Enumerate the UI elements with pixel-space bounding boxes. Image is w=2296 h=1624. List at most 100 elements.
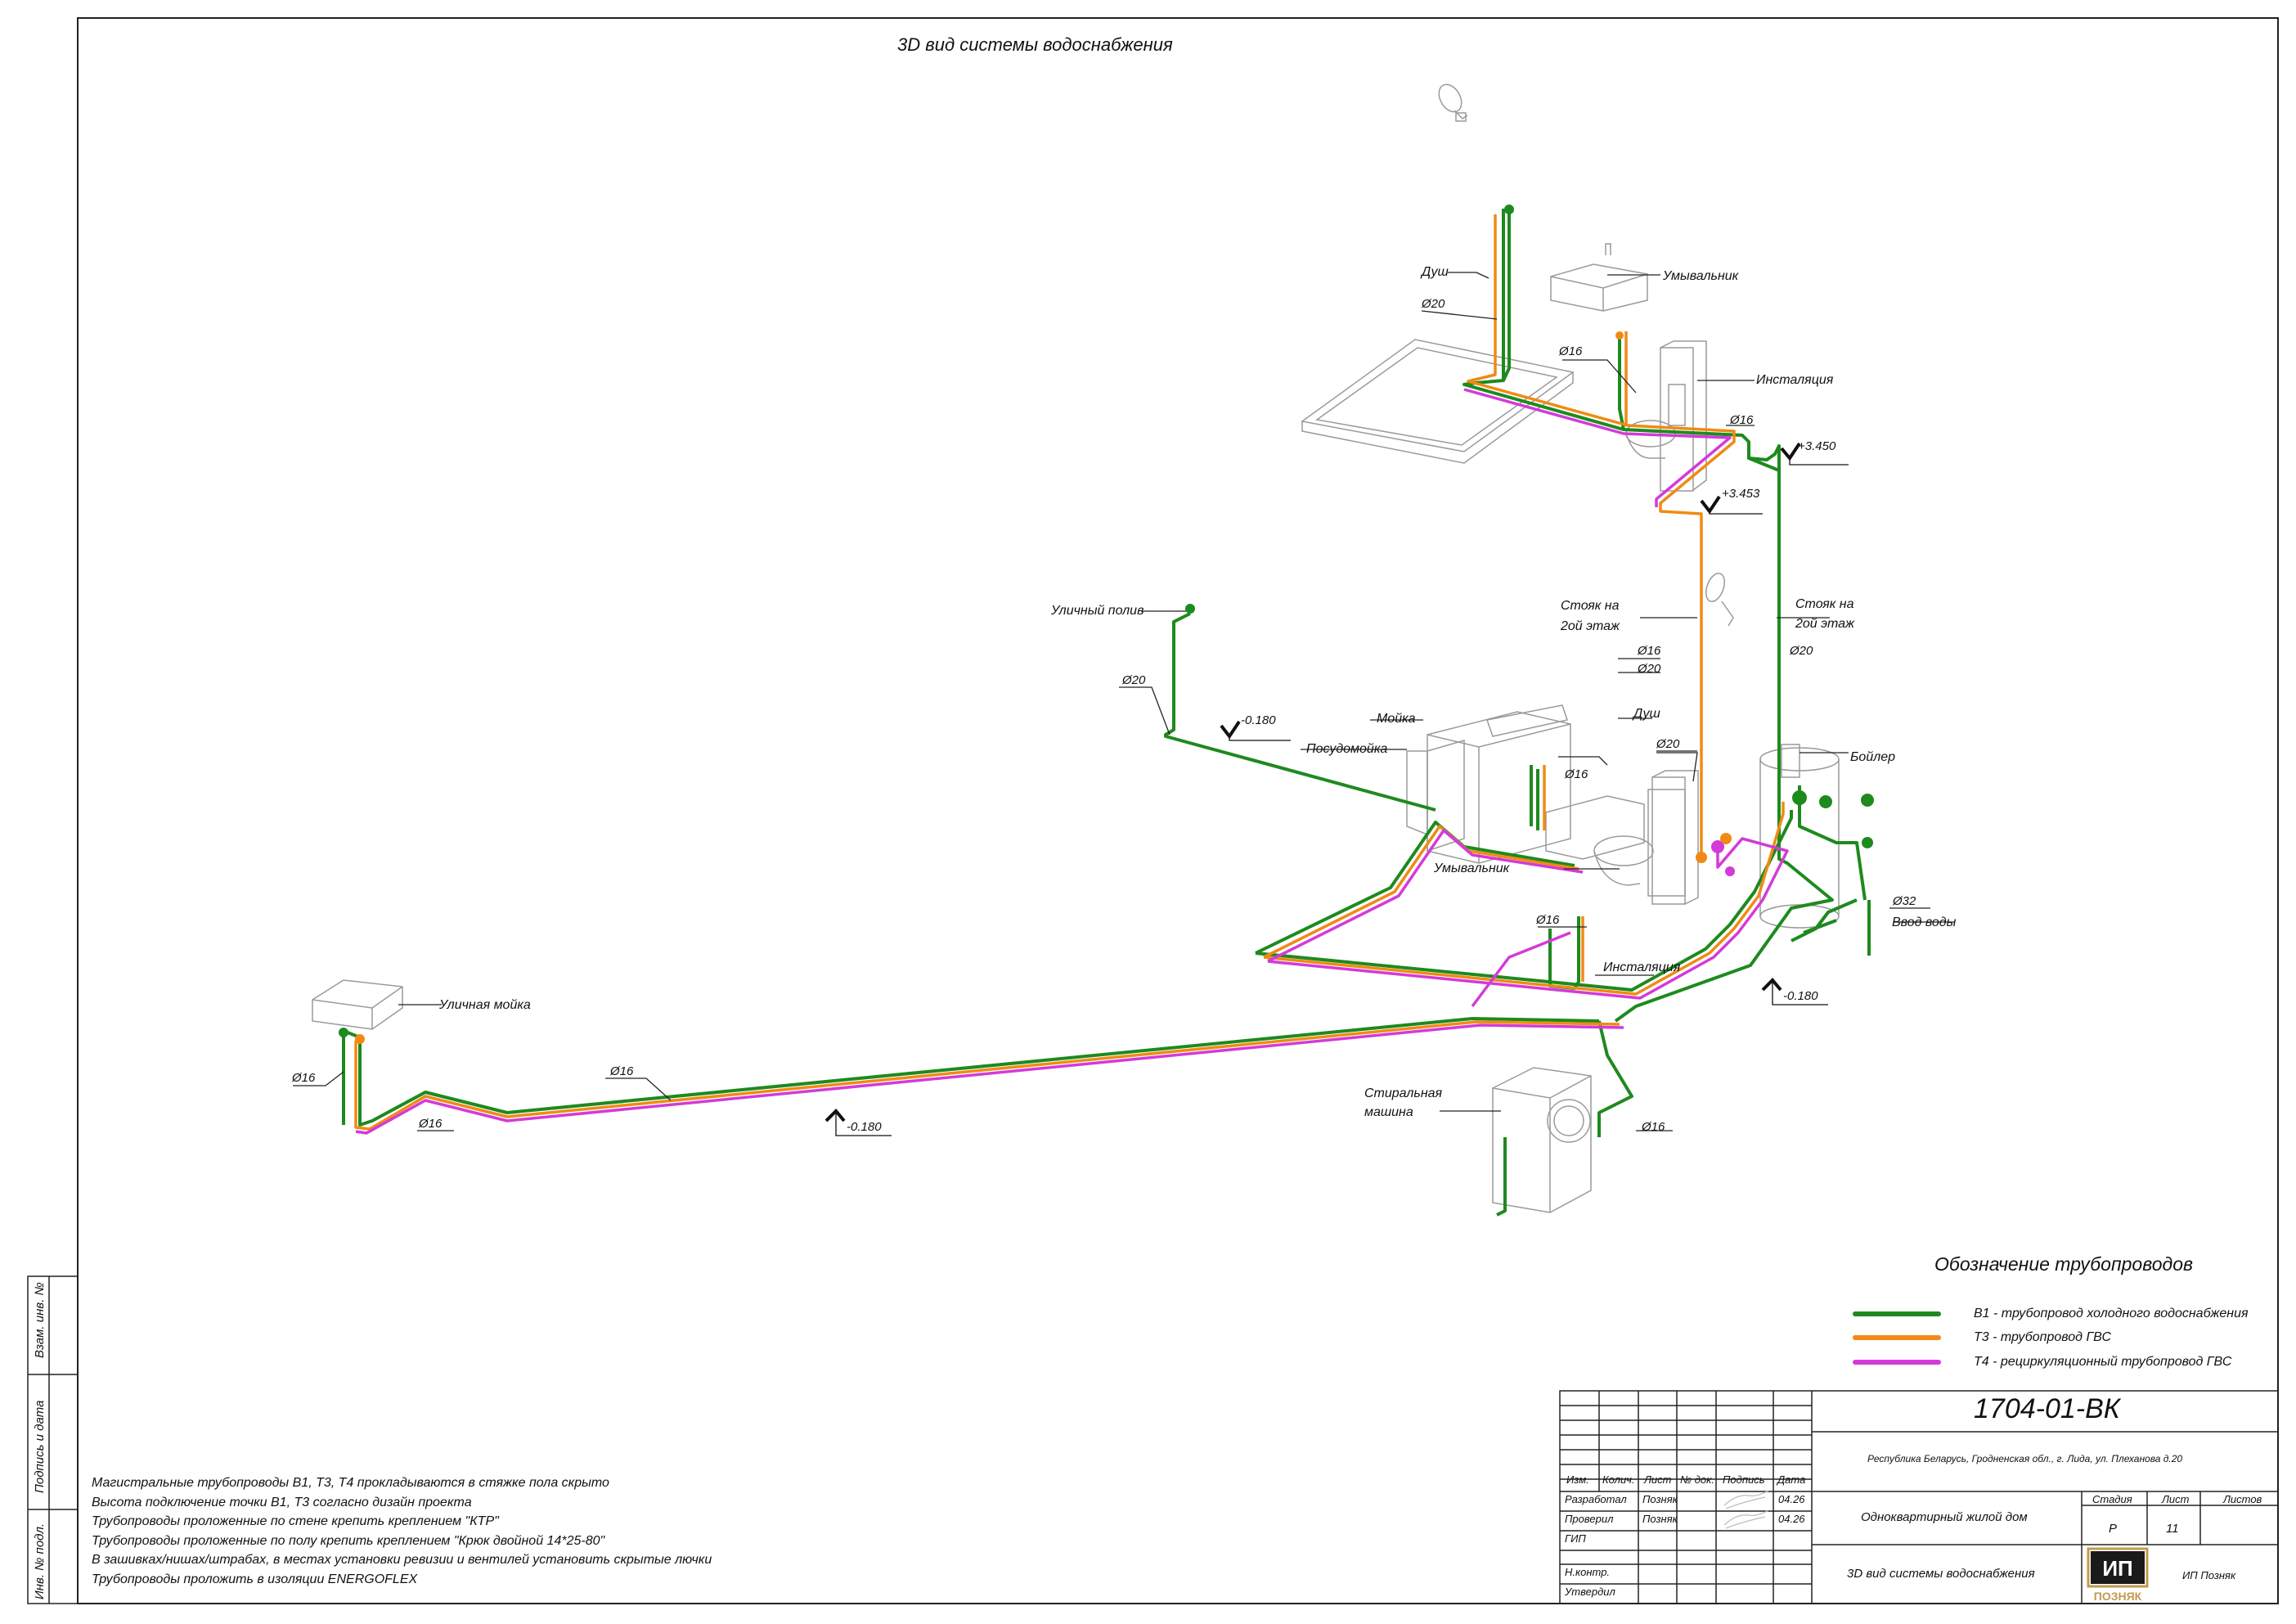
note-line: Высота подключение точки В1, Т3 согласно… — [92, 1495, 472, 1509]
legend-label-hot: Т3 - трубопровод ГВС — [1974, 1330, 2112, 1344]
legend-label-cold: В1 - трубопровод холодного водоснабжения — [1974, 1307, 2249, 1320]
pipe-hot-main-long — [354, 1020, 1620, 1131]
list-header: Лист — [2162, 1493, 2190, 1505]
label-umyvalnik-mid: Умывальник — [1433, 861, 1511, 875]
general-notes: Магистральные трубопроводы В1, Т3, Т4 пр… — [92, 1473, 712, 1589]
label-umyvalnik-top: Умывальник — [1662, 269, 1740, 283]
shower-tray-icon — [1301, 339, 1575, 464]
level-l2: +3.453 — [1722, 487, 1760, 501]
label-stoyak-right-1: Стояк на — [1795, 597, 1854, 611]
level-l1: +3.450 — [1798, 439, 1836, 453]
fixture-labels: Душ Умывальник Инсталяция Стояк на 2ой э… — [438, 265, 1957, 1119]
prover-name: Позняк — [1642, 1513, 1678, 1525]
signature-images — [1723, 1490, 1769, 1529]
label-ulichny-poliv: Уличный полив — [1050, 604, 1144, 618]
shower-head-mid-icon — [1705, 572, 1734, 627]
dim-d16-a: Ø16 — [1558, 344, 1583, 358]
diameter-labels: Ø20 Ø16 Ø16 Ø20 Ø16 Ø20 Ø20 Ø16 Ø20 Ø16 … — [291, 297, 1916, 1134]
listov-header: Листов — [2223, 1493, 2262, 1505]
tb-header-list: Лист — [1644, 1473, 1672, 1486]
level-marker-180-c — [824, 1109, 892, 1136]
company-name: ИП Позняк — [2182, 1569, 2236, 1581]
razrab-date: 04.26 — [1778, 1493, 1805, 1505]
pipe-cold-shower — [1502, 209, 1511, 381]
fixtures — [312, 83, 1840, 1213]
level-l3: -0.180 — [1241, 713, 1276, 727]
level-marker-3450 — [1780, 442, 1849, 466]
pipes-recirc — [355, 388, 1789, 1135]
legend-item-cold: В1 - трубопровод холодного водоснабжения — [1853, 1307, 2249, 1321]
dim-d32: Ø32 — [1892, 894, 1916, 908]
pipe-hot-loop — [1263, 802, 1785, 996]
dim-d16-h: Ø16 — [609, 1064, 634, 1078]
note-line: Трубопроводы проложенные по полу крепить… — [92, 1533, 605, 1548]
note-line: Трубопроводы проложенные по стене крепит… — [92, 1514, 499, 1528]
dim-d20-e: Ø20 — [1656, 737, 1680, 751]
svg-text:ИП: ИП — [2102, 1556, 2132, 1581]
label-stiralnaya-1: Стиральная — [1364, 1086, 1443, 1100]
pipe-cold-main-long — [343, 1017, 1600, 1127]
dim-d16-i: Ø16 — [1641, 1120, 1665, 1134]
pipe-cold-loop — [1255, 810, 1793, 992]
dim-d16-c: Ø16 — [1637, 644, 1661, 658]
label-stoyak-left-2: 2ой этаж — [1560, 619, 1620, 633]
svg-text:ПОЗНЯК: ПОЗНЯК — [2094, 1590, 2142, 1603]
pipes-cold — [342, 209, 1871, 1217]
washing-machine-icon — [1492, 1067, 1592, 1213]
note-line: В зашивках/нишах/штрабах, в местах устан… — [92, 1553, 712, 1567]
tb-header-ndok: № док. — [1680, 1473, 1714, 1486]
legend-item-hot: Т3 - трубопровод ГВС — [1853, 1330, 2111, 1345]
label-boyler: Бойлер — [1850, 750, 1895, 764]
install-frame-mid-icon — [1651, 770, 1699, 905]
role-gip: ГИП — [1565, 1532, 1586, 1545]
dim-d16-e: Ø16 — [1535, 913, 1560, 927]
dim-d20-b: Ø20 — [1789, 644, 1813, 658]
pipe-cold-riser-right — [1748, 457, 1780, 472]
sheet-frame — [27, 17, 2279, 1604]
level-l4: -0.180 — [1783, 989, 1818, 1003]
side-podpis: Подпись и дата — [33, 1400, 47, 1493]
role-razrab: Разработал — [1565, 1493, 1627, 1505]
stage-value: Р — [2109, 1522, 2118, 1536]
toilet-mid-icon — [1593, 789, 1686, 897]
label-moyka: Мойка — [1377, 712, 1416, 726]
note-line: Магистральные трубопроводы В1, Т3, Т4 пр… — [92, 1476, 609, 1490]
label-stiralnaya-2: машина — [1364, 1105, 1413, 1119]
pipe-cold-basin — [1618, 334, 1625, 430]
dim-d20-d: Ø20 — [1121, 673, 1146, 687]
dim-d20-a: Ø20 — [1421, 297, 1445, 311]
outdoor-sink-icon — [312, 979, 403, 1030]
label-instal-mid: Инсталяция — [1603, 960, 1681, 974]
company-logo: ИП ПОЗНЯК — [2087, 1547, 2149, 1603]
side-inv: Инв. № подл. — [33, 1523, 47, 1599]
object-name: Однокварт­ирный жилой дом — [1861, 1510, 2028, 1524]
valve-markers — [339, 205, 1874, 1044]
pipe-recirc-hl — [1471, 931, 1571, 1008]
pipe-recirc-top — [1463, 388, 1732, 507]
level-markers — [824, 442, 1849, 1136]
diagram-title: 3D вид системы водоснабжения — [897, 34, 1173, 55]
level-marker-180-b — [1761, 978, 1828, 1005]
level-marker-180-a — [1220, 720, 1291, 741]
legend-swatch-hot — [1853, 1335, 1941, 1340]
stage-header: Стадия — [2092, 1493, 2132, 1505]
legend-swatch-recirc — [1853, 1360, 1941, 1365]
razrab-name: Позняк — [1642, 1493, 1678, 1505]
tb-header-izm: Изм. — [1566, 1473, 1589, 1486]
label-ulichnaya-moyka: Уличная мойка — [438, 998, 531, 1012]
shower-head-icon — [1438, 83, 1468, 122]
sink-outline-mid-icon — [1545, 795, 1645, 860]
pipes-hot — [354, 214, 1785, 1131]
tb-header-data: Дата — [1777, 1473, 1806, 1486]
legend-title: Обозначение трубопроводов — [1934, 1253, 2193, 1275]
dim-d16-f: Ø16 — [291, 1071, 316, 1085]
side-vzam: Взам. инв. № — [33, 1282, 47, 1358]
legend-label-recirc: Т4 - рециркуляционный трубопровод ГВС — [1974, 1355, 2232, 1369]
prover-date: 04.26 — [1778, 1513, 1805, 1525]
label-stoyak-right-2: 2ой этаж — [1795, 617, 1855, 631]
sink-cabinet-icon — [1427, 704, 1571, 864]
pipe-cold-kitchen — [1530, 765, 1580, 990]
pipe-cold-top — [1463, 209, 1834, 1023]
dim-d20-c: Ø20 — [1637, 662, 1661, 676]
